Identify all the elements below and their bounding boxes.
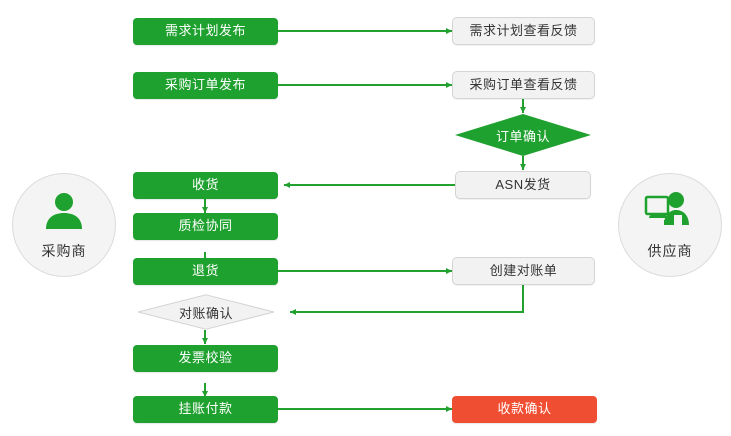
node-purchase-order-publish[interactable]: 采购订单发布 <box>133 72 278 99</box>
actor-buyer[interactable]: 采购商 <box>12 173 116 277</box>
actor-supplier[interactable]: 供应商 <box>618 173 722 277</box>
node-receive-goods[interactable]: 收货 <box>133 172 278 199</box>
node-return-goods[interactable]: 退货 <box>133 258 278 285</box>
person-icon <box>41 189 87 240</box>
node-purchase-order-feedback[interactable]: 采购订单查看反馈 <box>452 71 595 99</box>
node-asn-shipment[interactable]: ASN发货 <box>455 171 591 199</box>
node-order-confirm[interactable]: 订单确认 <box>455 114 591 156</box>
actor-buyer-label: 采购商 <box>41 243 87 259</box>
node-quality-inspection[interactable]: 质检协同 <box>133 213 278 240</box>
node-order-confirm-label: 订单确认 <box>495 128 550 144</box>
node-demand-plan-publish[interactable]: 需求计划发布 <box>133 18 278 45</box>
person-at-computer-icon <box>644 189 696 240</box>
node-receipt-confirm[interactable]: 收款确认 <box>452 396 597 423</box>
edge-n10-n11 <box>290 285 524 315</box>
actor-supplier-label: 供应商 <box>647 243 693 259</box>
node-create-statement[interactable]: 创建对账单 <box>452 257 595 285</box>
node-statement-confirm[interactable]: 对账确认 <box>137 294 275 330</box>
node-demand-plan-feedback[interactable]: 需求计划查看反馈 <box>452 17 595 45</box>
node-payment-posting[interactable]: 挂账付款 <box>133 396 278 423</box>
node-statement-confirm-label: 对账确认 <box>178 305 233 321</box>
node-invoice-verify[interactable]: 发票校验 <box>133 345 278 372</box>
